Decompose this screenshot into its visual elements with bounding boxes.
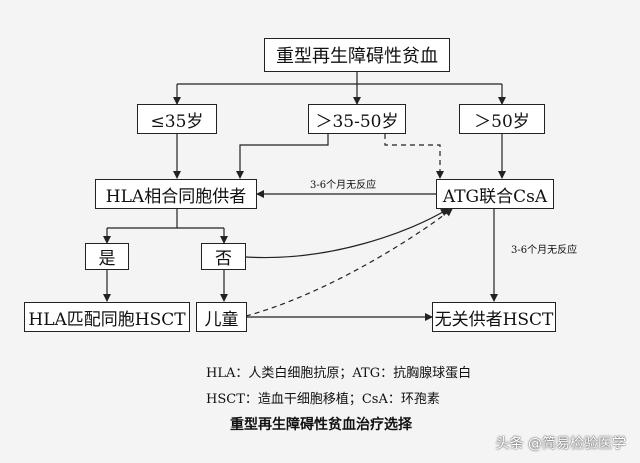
node-child: 儿童: [196, 302, 247, 332]
edge-35-50-to-atg: [384, 134, 444, 179]
node-yes: 是: [85, 243, 129, 270]
node-atg-csa: ATG联合CsA: [436, 179, 554, 209]
legend-line-1: HLA：人类白细胞抗原；ATG：抗胸腺球蛋白: [206, 366, 472, 381]
edge-35-50-to-hla: [236, 134, 329, 179]
edge-label-atg-to-unrelated: 3-6个月无反应: [511, 245, 578, 256]
node-no: 否: [201, 243, 246, 270]
node-unrelated-donor-hsct: 无关供者HSCT: [432, 302, 556, 332]
node-hla-sibling-donor: HLA相合同胞供者: [95, 179, 257, 209]
node-age-le35: ≤35岁: [137, 104, 217, 134]
node-age-35-50: ＞35-50岁: [308, 104, 406, 134]
legend-line-2: HSCT：造血干细胞移植；CsA：环孢素: [206, 392, 440, 407]
node-age-gt50: ＞50岁: [459, 104, 545, 134]
node-hla-matched-sibling-hsct: HLA匹配同胞HSCT: [24, 302, 190, 332]
edge-no-to-atg: [245, 208, 449, 259]
node-severe-aplastic-anemia: 重型再生障碍性贫血: [264, 38, 450, 72]
edge-child-to-atg: [245, 208, 453, 317]
edge-label-atg-to-hla: 3-6个月无反应: [310, 180, 377, 191]
watermark: 头条 @简易检验医学: [495, 436, 626, 452]
diagram-caption: 重型再生障碍性贫血治疗选择: [230, 417, 412, 433]
